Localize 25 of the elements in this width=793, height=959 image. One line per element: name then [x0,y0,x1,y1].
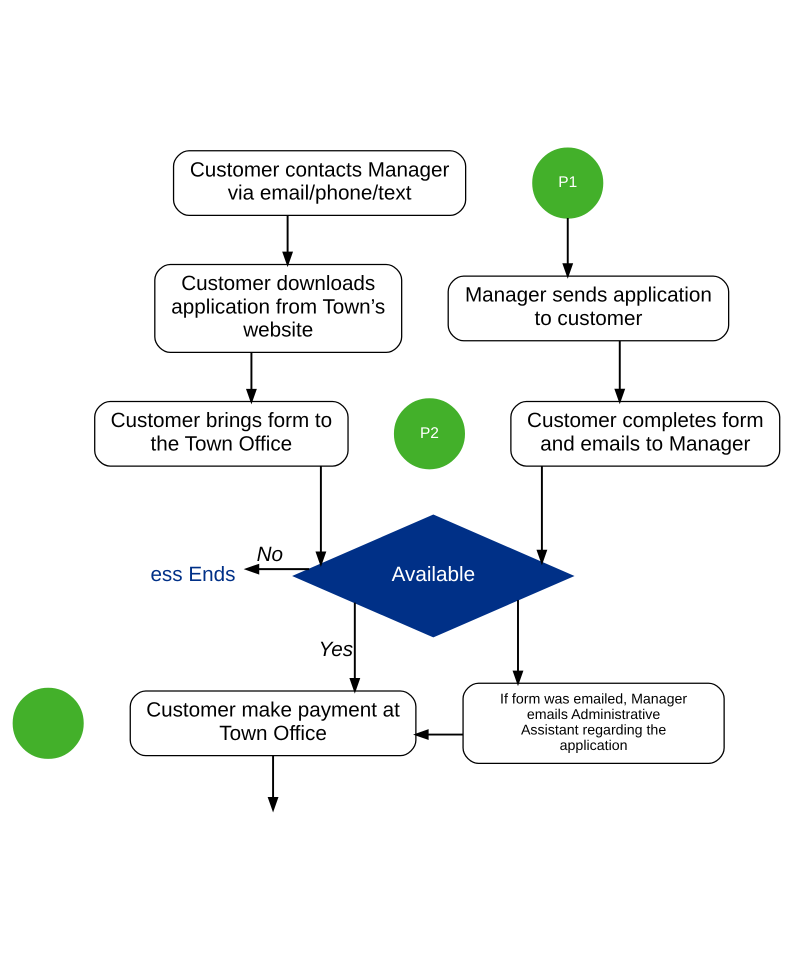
arrow [413,729,463,740]
arrow [349,602,360,694]
arrow [562,218,574,279]
node-box: Customer make payment at Town Office [130,690,417,756]
node-circle: P2 [394,398,465,470]
arrow [536,466,548,566]
arrow [512,600,524,686]
edge-label: No [256,543,284,566]
edge-label: Yes [318,638,354,662]
node-box: If form was emailed, Manager emails Administrative Assistant regarding the application [462,682,725,764]
arrow [282,216,294,268]
arrow [315,466,326,568]
node-circle [12,688,84,759]
node-circle: P1 [532,148,604,219]
arrow [244,564,310,575]
arrow [614,341,626,404]
node-box: Customer brings form to the Town Office [94,400,349,467]
arrow [246,352,257,404]
node-box: Customer contacts Manager via email/phone/text [172,150,466,216]
node-box: Customer downloads application from Town’s website [154,264,402,354]
node-diamond: Available [292,514,575,638]
node-text: ess Ends [150,562,236,586]
node-box: Manager sends application to customer [448,275,730,342]
arrow [268,756,279,813]
node-box: Customer completes form and emails to Manager [510,400,780,467]
